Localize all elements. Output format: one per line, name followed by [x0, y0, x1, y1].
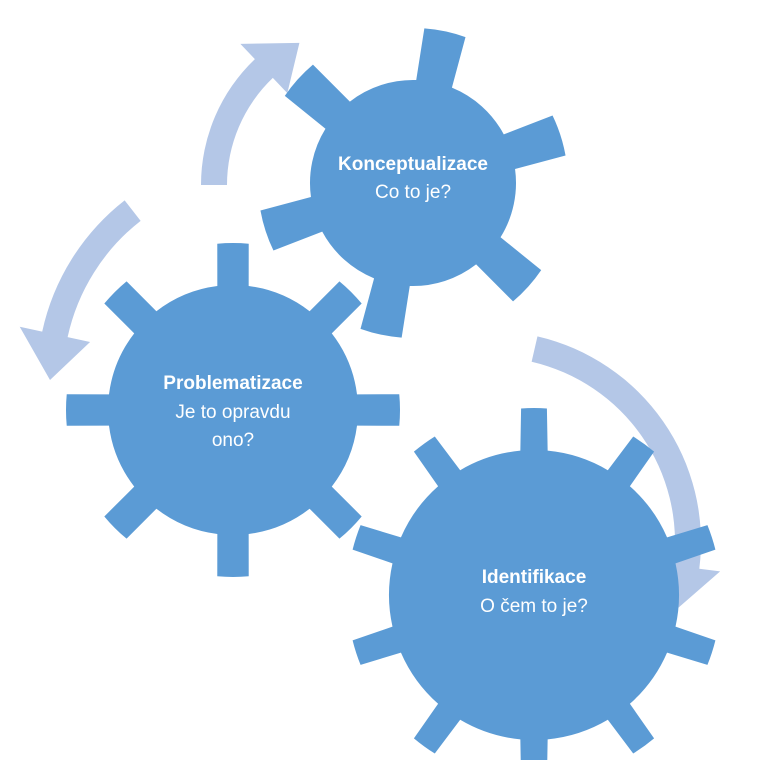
gear-identifikace: Identifikace O čem to je?: [352, 408, 716, 760]
gear-konceptualizace: Konceptualizace Co to je?: [260, 28, 566, 338]
gear-subtitle: O čem to je?: [480, 596, 588, 617]
gear-icon: [65, 242, 401, 578]
curved-arrow-up-icon: [201, 42, 300, 185]
gear-subtitle: Co to je?: [375, 182, 451, 203]
gear-subtitle: Je to opravdu: [175, 402, 290, 423]
gear-title: Problematizace: [163, 373, 302, 394]
gear-icon: [260, 28, 566, 338]
gear-title: Identifikace: [482, 567, 587, 588]
curved-arrow-down-icon: [531, 336, 721, 610]
gear-title: Konceptualizace: [338, 154, 488, 175]
gear-problematizace: Problematizace Je to opravdu ono?: [65, 242, 401, 578]
gear-icon: [352, 408, 716, 760]
curved-arrow-down-icon: [19, 200, 141, 380]
gear-subtitle: ono?: [212, 430, 254, 451]
